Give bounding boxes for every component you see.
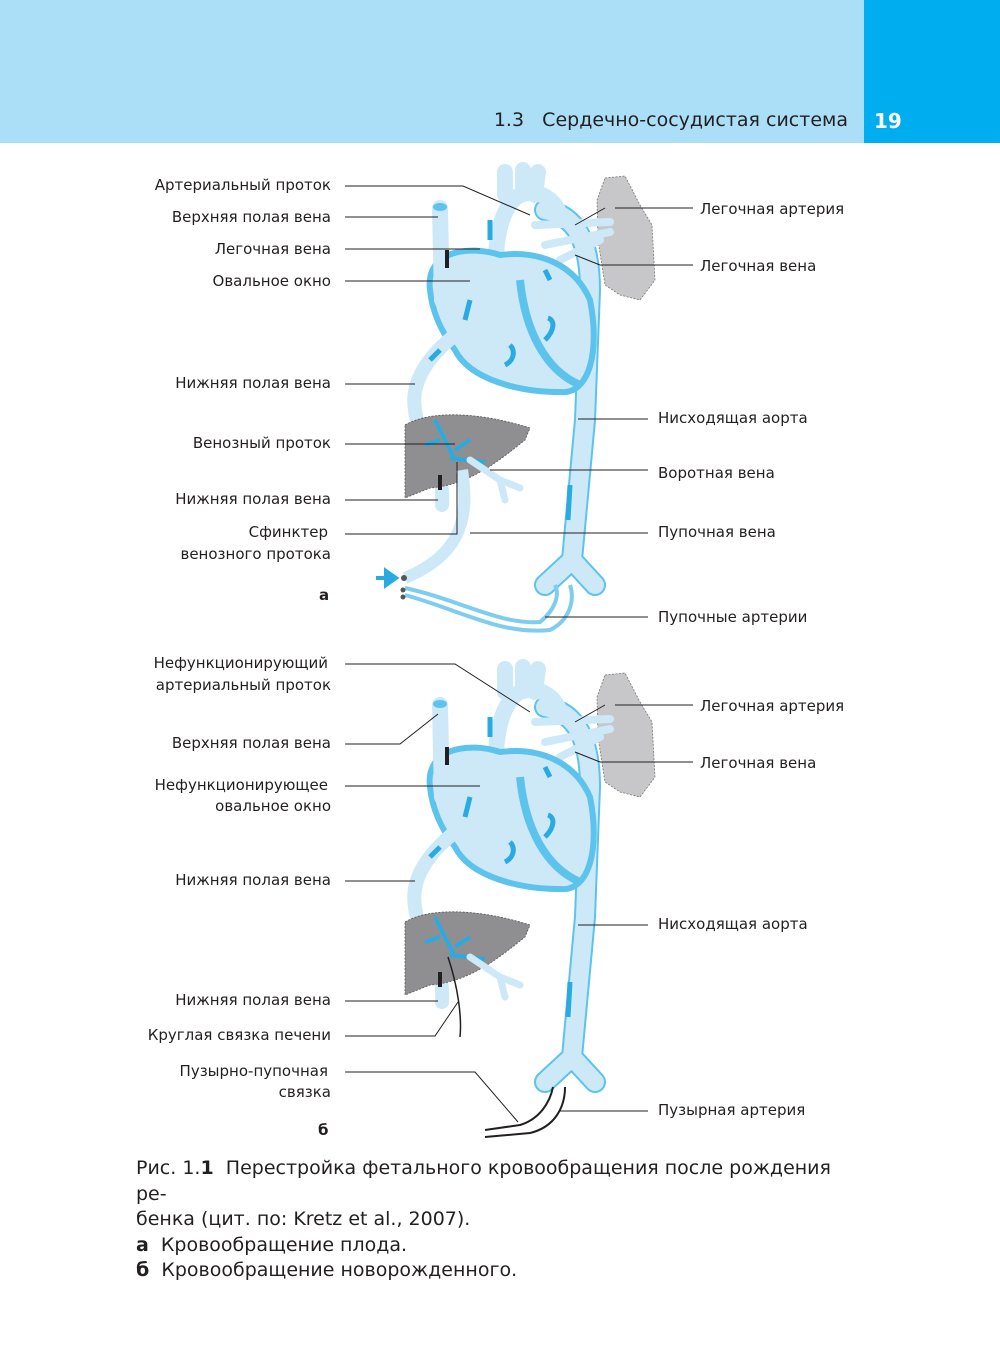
caption-label: Рис. 1. [136,1157,201,1179]
page-number-box [864,0,1000,143]
caption-line-1: Рис. 1.1 Перестройка фетального кровообр… [136,1156,866,1207]
caption-a-letter: а [136,1233,149,1256]
label-portal-vein: Воротная вена [658,464,775,482]
label-vesicoumbilical-ligament: Пузырно-пупочная [179,1062,328,1080]
panel-b-diagram [345,663,693,1138]
label-nonfunctional-ductus-line2: артериальный проток [155,676,331,694]
label-vesicoumbilical-ligament-line2: связка [278,1083,331,1101]
label-ductus-arteriosus: Артериальный проток [154,176,331,194]
label-inferior-vena-cava-b: Нижняя полая вена [175,871,331,889]
panel-a-letter: а [319,586,330,604]
caption-b-letter: б [136,1259,150,1281]
label-descending-aorta: Нисходящая аорта [658,409,808,427]
leader-lines [345,663,693,1123]
label-ductus-venosus: Венозный проток [192,434,331,452]
label-superior-vena-cava: Верхняя полая вена [171,208,331,226]
running-header: 1.3 Сердечно-сосудистая система [494,109,848,131]
label-inferior-vena-cava-b-lower: Нижняя полая вена [175,991,331,1009]
caption-label-number: 1 [200,1157,214,1179]
label-sphincter: Сфинктер [248,523,328,541]
label-umbilical-arteries: Пупочные артерии [658,608,808,626]
label-umbilical-vein: Пупочная вена [658,523,776,541]
label-foramen-ovale: Овальное окно [212,272,331,290]
section-number: 1.3 [493,109,525,131]
inflow-arrow [376,567,400,589]
umbilical-arteries [404,584,574,633]
header-band [0,0,864,143]
label-nonfunctional-ductus: Нефункционирующий [153,654,328,672]
panel-a-diagram [345,170,693,633]
label-pulmonary-vein-left: Легочная вена [214,240,331,258]
page-number: 19 [874,109,902,133]
caption-item-a: а Кровообращение плода. [136,1233,866,1259]
label-nonfunctional-foramen: Нефункционирующее [154,776,328,794]
caption-line-2: бенка (цит. по: Kretz et al., 2007). [136,1208,471,1230]
label-inferior-vena-cava-lower: Нижняя полая вена [175,490,331,508]
label-nonfunctional-foramen-line2: овальное окно [215,797,331,815]
label-pulmonary-artery: Легочная артерия [700,200,845,218]
label-descending-aorta-b: Нисходящая аорта [658,915,808,933]
caption-item-b: б Кровообращение новорожденного. [136,1258,866,1284]
label-sphincter-line2: венозного протока [180,545,331,563]
figure-caption: Рис. 1.1 Перестройка фетального кровообр… [136,1156,866,1284]
label-pulmonary-vein: Легочная вена [700,257,817,275]
leader-lines [345,185,693,618]
label-inferior-vena-cava: Нижняя полая вена [175,374,331,392]
umbilical-ligament [484,1086,566,1138]
caption-b-text: Кровообращение новорожденного. [161,1259,518,1281]
label-pulmonary-artery-b: Легочная артерия [700,697,845,715]
panel-b-letter: б [318,1121,329,1139]
round-ligament [447,956,462,1038]
caption-text: Перестройка фетального кровообращения по… [136,1157,831,1205]
caption-a-text: Кровообращение плода. [160,1233,408,1256]
label-superior-vena-cava-b: Верхняя полая вена [171,734,331,752]
label-round-ligament: Круглая связка печени [147,1026,331,1044]
label-vesical-artery: Пузырная артерия [658,1101,806,1119]
label-pulmonary-vein-b: Легочная вена [700,754,817,772]
section-title: Сердечно-сосудистая система [542,109,848,131]
